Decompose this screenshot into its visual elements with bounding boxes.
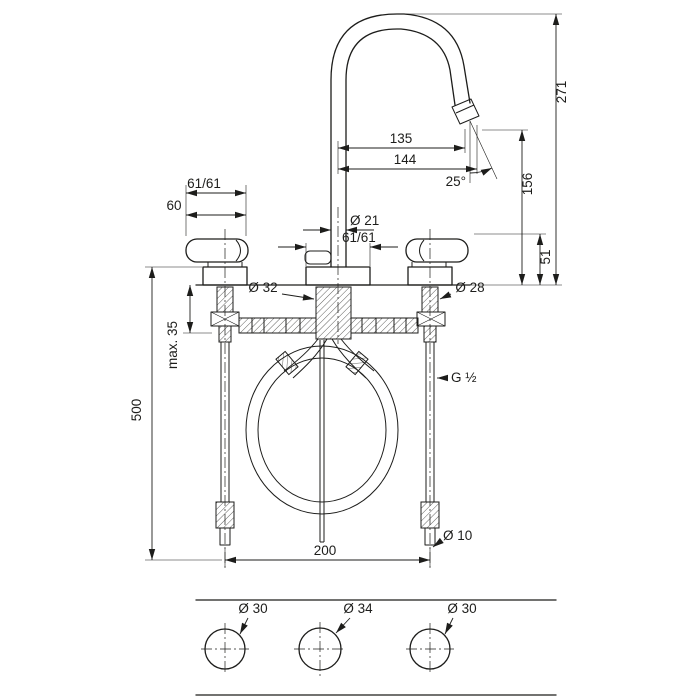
left-handle	[185, 238, 249, 286]
dim-dia34-label: Ø 34	[343, 601, 373, 616]
dim-dia28-label: Ø 28	[455, 280, 484, 295]
mounting-hardware	[210, 286, 446, 343]
right-hose-tip	[424, 527, 436, 546]
dim-max35-label: max. 35	[165, 321, 180, 369]
dim-60-label: 60	[166, 198, 181, 213]
left-shank	[216, 286, 234, 313]
right-handle	[405, 238, 469, 286]
dim-271-label: 271	[554, 81, 569, 104]
dim-500-label: 500	[129, 399, 144, 422]
faucet-spout	[304, 13, 480, 286]
aerator	[451, 98, 480, 125]
dim-156-label: 156	[520, 173, 535, 196]
dim-dia30-left-label: Ø 30	[238, 601, 267, 616]
center-thread-body	[315, 286, 352, 340]
dim-dia30-right-label: Ø 30	[447, 601, 476, 616]
hose-loop-outer	[245, 345, 399, 515]
dim-200-label: 200	[314, 543, 337, 558]
left-hose-tip	[219, 527, 231, 546]
spout-joint	[304, 250, 332, 265]
dimensions: 61/61 60 Ø 21 61/61 135 144 25° 271 156	[129, 13, 569, 567]
dim-61-61-right-label: 61/61	[342, 230, 376, 245]
dim-g12-label: G ½	[451, 370, 477, 385]
hole-pattern: Ø 30 Ø 34 Ø 30	[195, 599, 557, 696]
hose-loop-inner	[257, 357, 387, 503]
dim-144-label: 144	[394, 152, 417, 167]
dim-61-61-left-label: 61/61	[187, 176, 221, 191]
right-shank	[421, 286, 439, 313]
dim-dia21-label: Ø 21	[350, 213, 379, 228]
dim-25deg-label: 25°	[446, 174, 466, 189]
right-lever	[405, 238, 469, 263]
dim-dia32-label: Ø 32	[248, 280, 277, 295]
dim-135-label: 135	[390, 131, 413, 146]
dim-dia10-label: Ø 10	[443, 528, 472, 543]
dim-51-label: 51	[538, 249, 553, 264]
pop-up-rod	[319, 340, 325, 543]
supply-hoses	[215, 338, 440, 546]
left-lever	[185, 238, 249, 263]
